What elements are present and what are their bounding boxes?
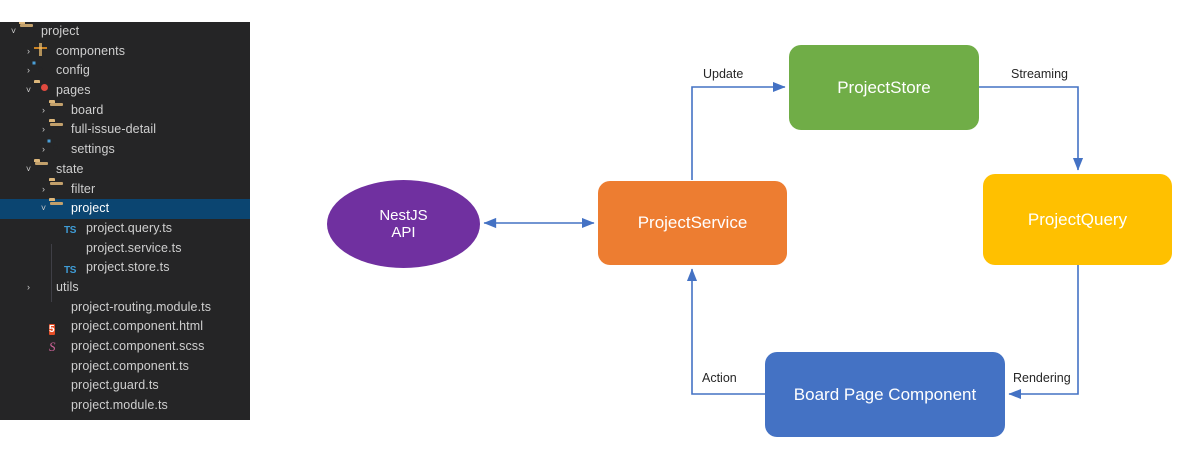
chevron-right-icon[interactable]: ›	[42, 144, 45, 155]
file-tree-item-label: project	[71, 201, 110, 216]
file-tree-item[interactable]: › board	[0, 101, 250, 121]
edge-label-streaming: Streaming	[1011, 67, 1068, 81]
node-label: Board Page Component	[793, 384, 977, 404]
file-tree-item[interactable]: › utils	[0, 278, 250, 298]
scss-icon: S	[49, 339, 56, 355]
edge-label-update: Update	[703, 67, 744, 81]
chevron-right-icon[interactable]: ›	[27, 65, 30, 76]
file-tree-item[interactable]: › filter	[0, 180, 250, 200]
typescript-icon: TS	[64, 264, 77, 276]
chevron-down-icon[interactable]: ˅	[10, 26, 17, 36]
node-project-service[interactable]: ProjectService	[598, 181, 787, 265]
node-project-store[interactable]: ProjectStore	[789, 45, 979, 130]
file-tree-item[interactable]: ˅ state	[0, 160, 250, 180]
typescript-icon: TS	[64, 225, 77, 237]
file-tree-item-label: components	[56, 43, 126, 58]
html5-icon: 5	[49, 323, 55, 335]
file-tree-item-label: filter	[71, 181, 96, 196]
file-tree-item-label: project.guard.ts	[71, 378, 159, 393]
chevron-right-icon[interactable]: ›	[42, 183, 45, 194]
file-tree-item-label: project-routing.module.ts	[71, 299, 212, 314]
chevron-down-icon[interactable]: ˅	[25, 85, 32, 96]
file-tree-item-label: project.module.ts	[71, 398, 168, 413]
file-explorer-panel[interactable]: ˅ project › components › config ˅ pages › board › f…	[0, 22, 250, 420]
chevron-right-icon[interactable]: ›	[27, 281, 30, 292]
file-tree-item-label: project.component.html	[71, 319, 204, 334]
node-label: ProjectService	[637, 213, 748, 233]
file-tree-item-label: utils	[56, 279, 79, 294]
chevron-right-icon[interactable]: ›	[42, 124, 45, 135]
chevron-right-icon[interactable]: ›	[42, 104, 45, 115]
file-tree-item-label: board	[71, 102, 104, 117]
file-tree-item[interactable]: ˅ pages	[0, 81, 250, 101]
edge-service-store	[691, 81, 786, 180]
chevron-down-icon[interactable]: ˅	[40, 203, 47, 214]
file-tree-item[interactable]: TS project.store.ts	[0, 258, 250, 278]
edge-query-board	[1008, 265, 1079, 400]
file-tree-item-label: project.query.ts	[86, 220, 173, 235]
file-tree-item-label: full-issue-detail	[71, 122, 157, 137]
file-tree-item-label: project.service.ts	[86, 240, 182, 255]
file-tree-item[interactable]: › full-issue-detail	[0, 120, 250, 140]
chevron-right-icon[interactable]: ›	[27, 45, 30, 56]
file-tree-item-label: project.component.scss	[71, 339, 205, 353]
node-label: ProjectQuery	[1027, 209, 1128, 229]
node-label-line2: API	[391, 224, 416, 241]
file-tree-item[interactable]: ˅ project	[0, 199, 250, 219]
node-nestjs-api[interactable]: NestJS API	[327, 180, 480, 268]
file-tree[interactable]: ˅ project › components › config ˅ pages › board › f…	[0, 22, 250, 416]
file-tree-item-label: project.store.ts	[86, 260, 170, 275]
file-tree-item-label: config	[56, 63, 90, 78]
edge-label-rendering: Rendering	[1013, 371, 1071, 385]
file-tree-item[interactable]: TS project.query.ts	[0, 219, 250, 239]
file-tree-item-label: project.component.ts	[71, 358, 190, 373]
file-tree-item-label: settings	[71, 142, 115, 157]
file-tree-item-label: state	[56, 161, 84, 176]
edge-label-action: Action	[702, 371, 737, 385]
chevron-down-icon[interactable]: ˅	[25, 163, 32, 174]
node-label: ProjectStore	[837, 77, 931, 97]
file-tree-item[interactable]: › settings	[0, 140, 250, 160]
file-tree-item[interactable]: 5 project.component.html	[0, 317, 250, 337]
edge-board-service	[686, 268, 765, 395]
node-project-query[interactable]: ProjectQuery	[983, 174, 1172, 265]
edge-store-query	[979, 86, 1084, 171]
file-tree-item-label: pages	[56, 83, 91, 98]
file-tree-item[interactable]: ˅ project	[0, 22, 250, 42]
file-tree-item[interactable]: › components	[0, 42, 250, 62]
file-tree-item[interactable]: › config	[0, 61, 250, 81]
file-tree-item-label: project	[41, 24, 80, 38]
node-label-line1: NestJS	[379, 206, 428, 224]
indent-guide	[51, 244, 52, 302]
node-board-page-component[interactable]: Board Page Component	[765, 352, 1005, 437]
